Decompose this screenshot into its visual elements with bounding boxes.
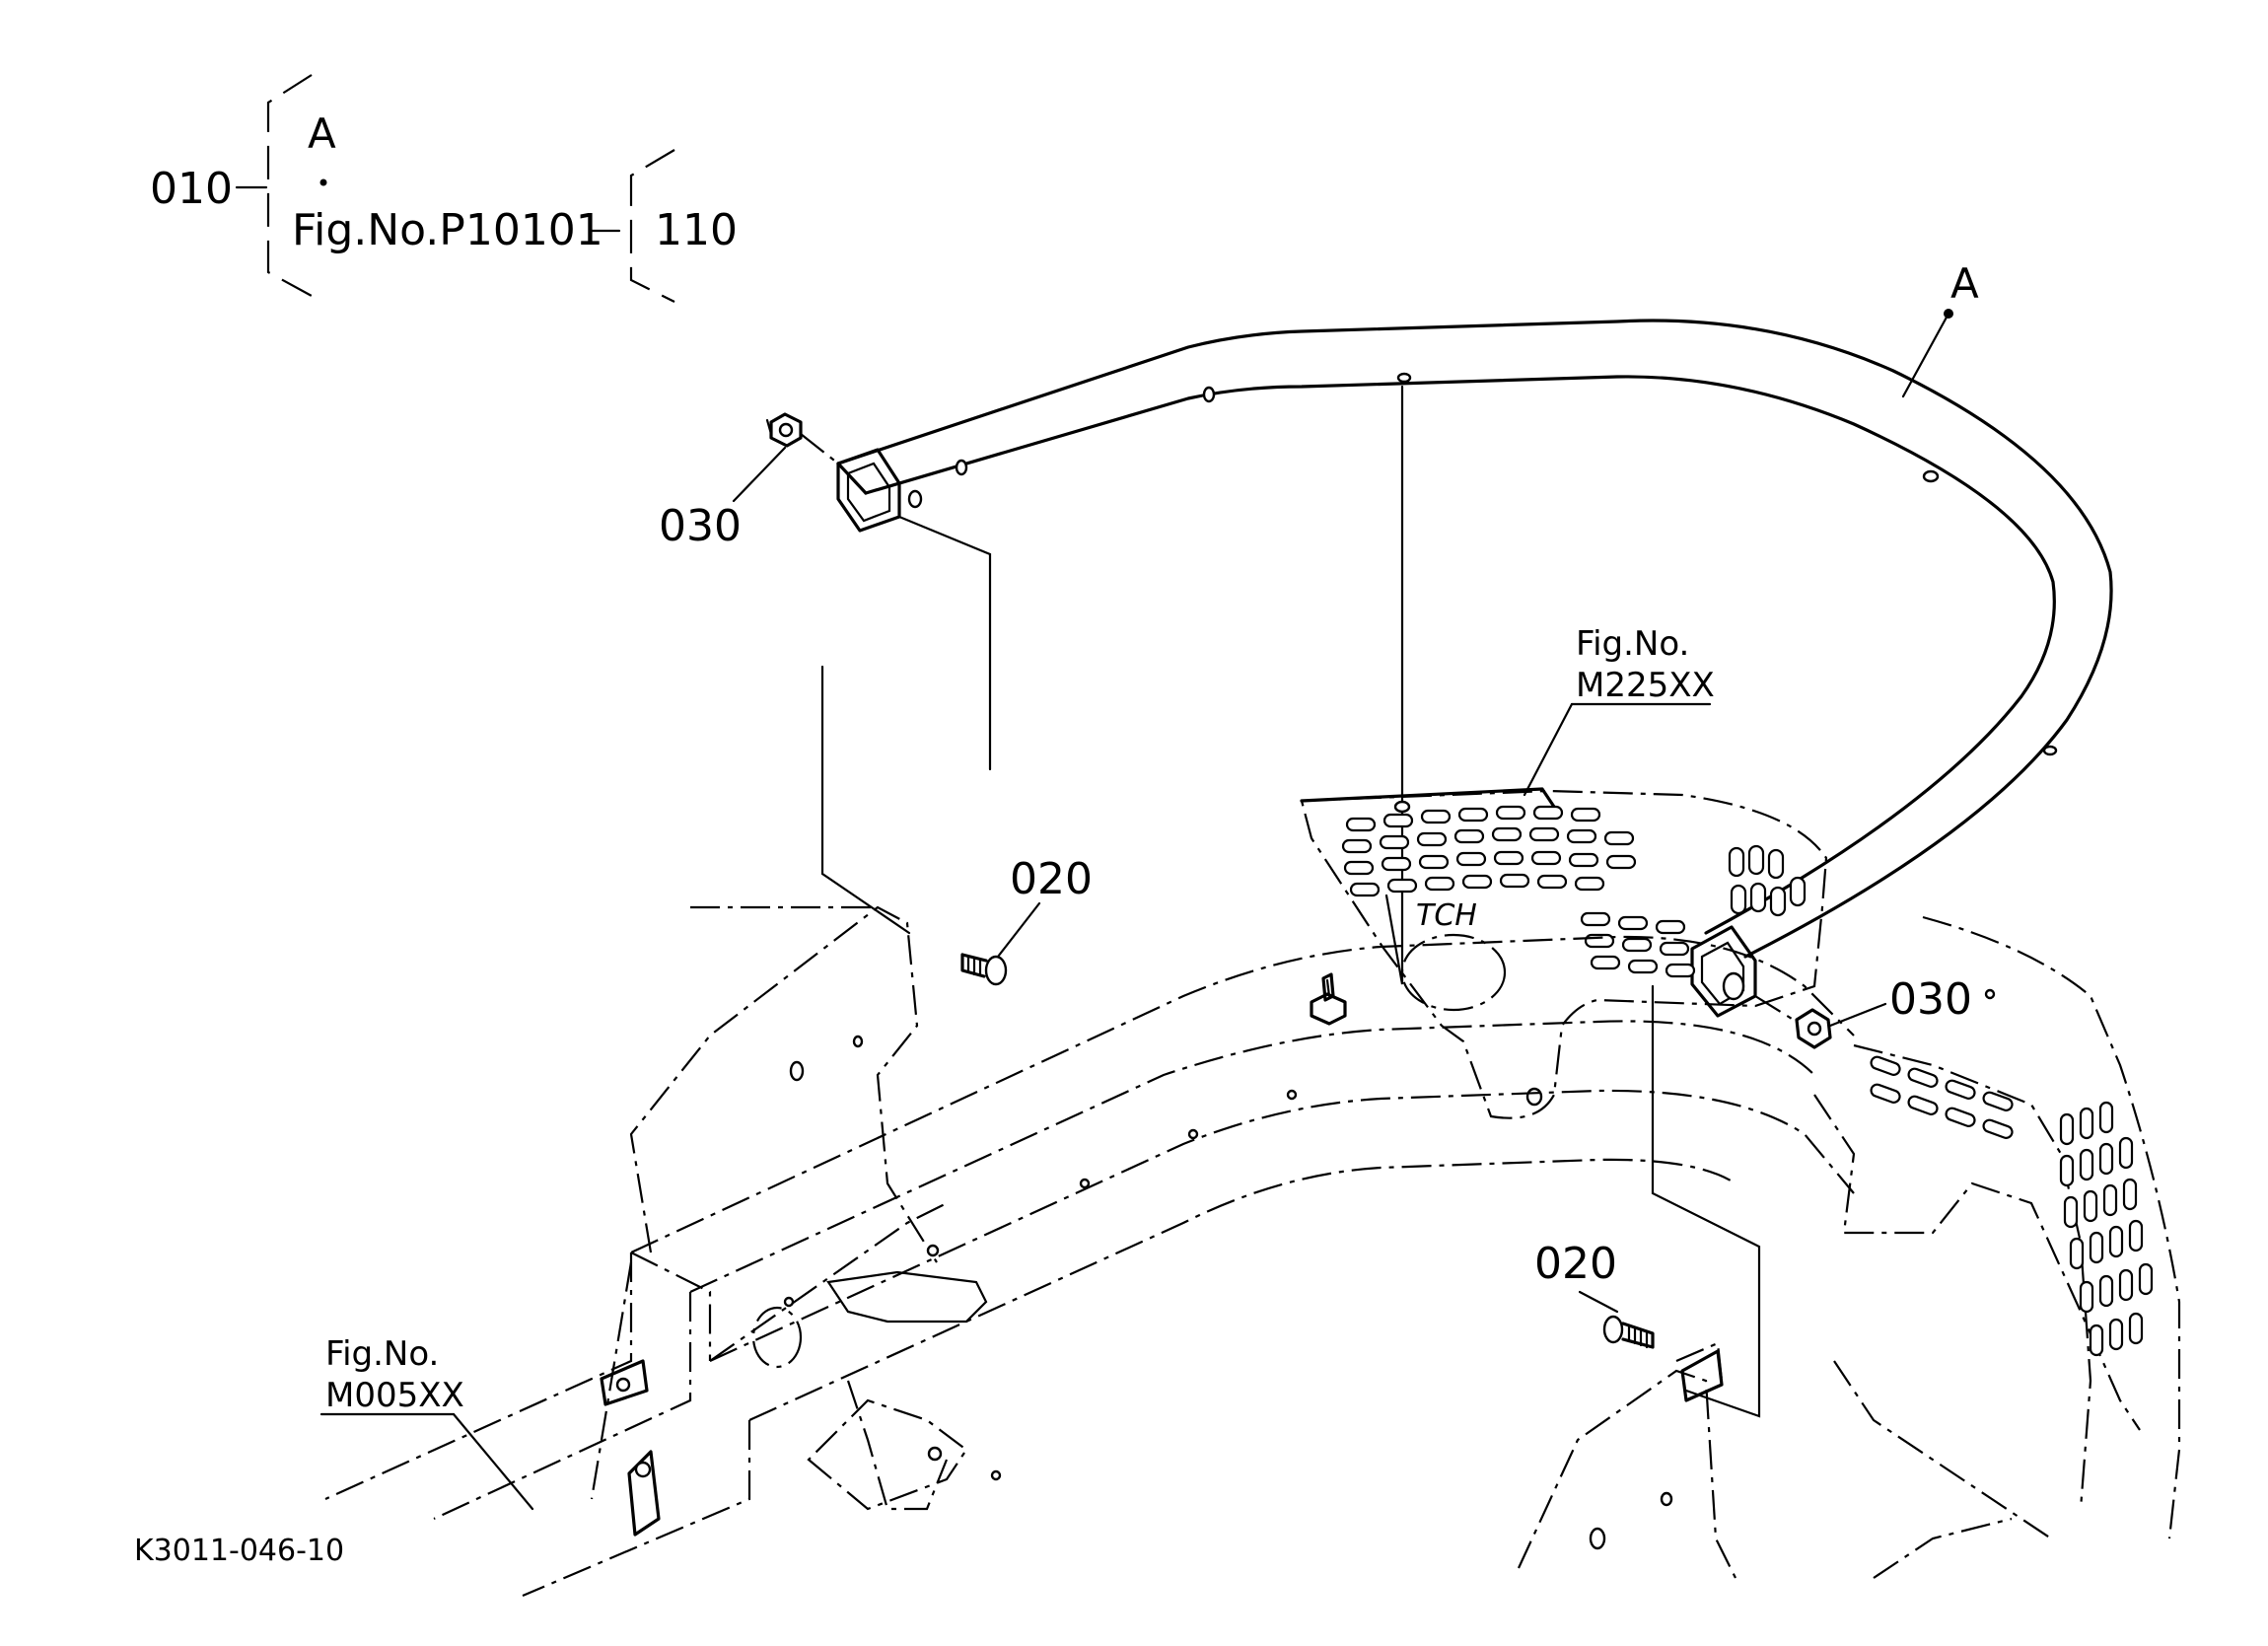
callout-part-A[interactable]: A — [308, 109, 336, 158]
main-frame[interactable] — [324, 905, 2052, 1598]
callout-ref-110[interactable]: 110 — [655, 205, 738, 255]
drawing-code: K3011-046-10 — [134, 1534, 344, 1568]
fig-m225xx-line1[interactable]: Fig.No. — [1576, 624, 1689, 664]
panel-slots — [1341, 805, 1807, 978]
nut-top-left[interactable] — [765, 412, 803, 448]
panel-mark: TCH — [1416, 898, 1477, 933]
rollbar-tube[interactable] — [836, 319, 2113, 1018]
bracket-right — [629, 149, 675, 303]
nut-right[interactable] — [1795, 1008, 1832, 1049]
bolt-bottom[interactable] — [1602, 1315, 1655, 1349]
bolt-left[interactable] — [960, 953, 1008, 986]
fig-m005xx-line2[interactable]: M005XX — [325, 1376, 464, 1415]
guard-slots — [1870, 1055, 2154, 1357]
header-callout: 010 A Fig.No.P10101 110 — [150, 74, 738, 303]
rear-guard[interactable] — [1813, 915, 2181, 1539]
fig-m005xx-line1[interactable]: Fig.No. — [325, 1334, 439, 1374]
callout-ref-010[interactable]: 010 — [150, 164, 233, 214]
panel-bolt[interactable] — [1310, 972, 1347, 1026]
label-020-bottom[interactable]: 020 — [1534, 1239, 1617, 1289]
label-030-right[interactable]: 030 — [1889, 974, 1972, 1025]
tube-label-A[interactable]: A — [1950, 259, 1979, 308]
label-020-left[interactable]: 020 — [1010, 854, 1093, 904]
label-030-top[interactable]: 030 — [659, 501, 742, 551]
panel-m225xx[interactable]: TCH — [1300, 787, 1828, 1119]
callout-dot — [319, 179, 327, 186]
bracket-left — [266, 74, 313, 297]
callout-fig-ref[interactable]: Fig.No.P10101 — [292, 205, 603, 255]
fig-m225xx-line2[interactable]: M225XX — [1576, 666, 1715, 705]
